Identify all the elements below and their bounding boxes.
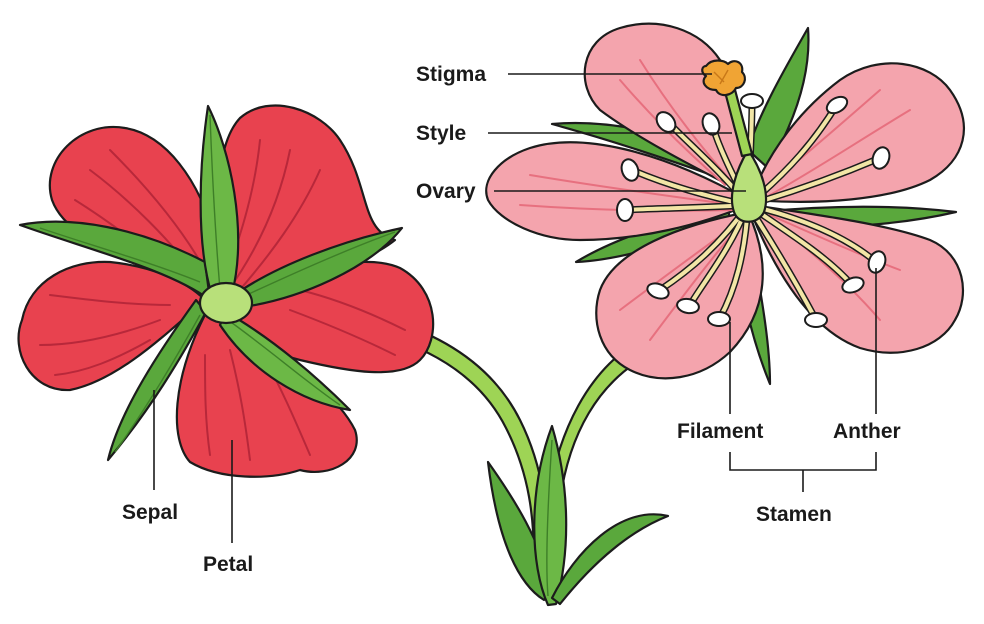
anther-10 xyxy=(708,312,730,326)
anther-7 xyxy=(617,199,633,221)
receptacle xyxy=(200,283,252,323)
anther-11 xyxy=(805,313,827,327)
style-label: Style xyxy=(416,122,466,145)
sepal-label: Sepal xyxy=(122,501,178,524)
filament-label: Filament xyxy=(677,420,763,443)
base-leaf-right xyxy=(552,514,668,604)
back-view-flower xyxy=(19,105,434,476)
stamen-label: Stamen xyxy=(756,503,832,526)
front-view-flower xyxy=(486,24,964,384)
stamen-bracket xyxy=(730,452,876,492)
petal-label: Petal xyxy=(203,553,253,576)
anther-label: Anther xyxy=(833,420,901,443)
stigma-label: Stigma xyxy=(416,63,486,86)
ovary-label: Ovary xyxy=(416,180,476,203)
anther-3 xyxy=(741,94,763,108)
